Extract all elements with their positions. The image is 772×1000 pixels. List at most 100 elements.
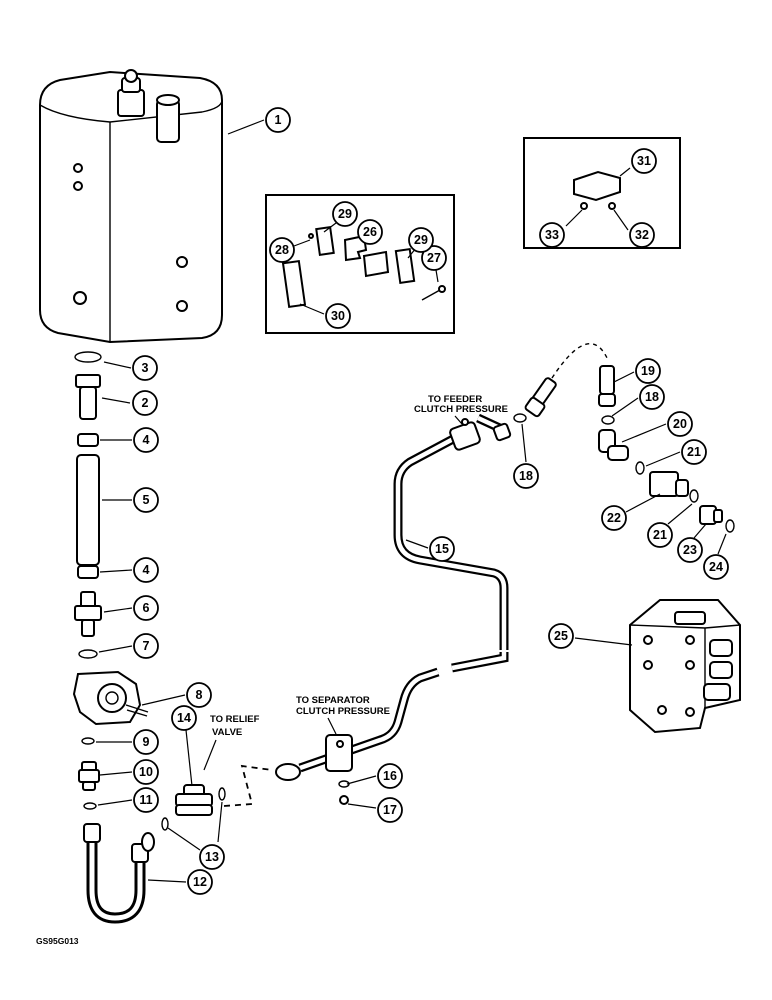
o-ring-11 — [83, 802, 97, 810]
callout-8-label: 8 — [196, 688, 203, 702]
hose-clamp-4b — [77, 565, 99, 579]
callout-25: 25 — [548, 623, 574, 649]
callout-2-label: 2 — [142, 396, 149, 410]
callout-24-label: 24 — [709, 560, 723, 574]
callout-21a: 21 — [681, 439, 707, 465]
hose-5 — [76, 454, 100, 566]
callout-28-label: 28 — [275, 243, 289, 257]
relief-label-line2: VALVE — [212, 727, 242, 738]
callout-19-label: 19 — [641, 364, 655, 378]
callout-16: 16 — [377, 763, 403, 789]
callout-12-label: 12 — [193, 875, 207, 889]
o-ring-9 — [81, 737, 95, 745]
callout-20: 20 — [667, 411, 693, 437]
callout-4a: 4 — [133, 427, 159, 453]
callout-7: 7 — [133, 633, 159, 659]
o-ring-21a — [635, 461, 645, 475]
tee-fitting-14 — [175, 784, 213, 816]
callout-11: 11 — [133, 787, 159, 813]
callout-20-label: 20 — [673, 417, 687, 431]
callout-3: 3 — [132, 355, 158, 381]
tube-15-lower — [275, 667, 440, 781]
o-ring-18a — [513, 413, 527, 423]
callout-29a-label: 29 — [338, 207, 352, 221]
feeder-label-line2: CLUTCH PRESSURE — [414, 404, 508, 415]
reservoir-tank — [39, 69, 223, 344]
callout-27-label: 27 — [427, 251, 441, 265]
callout-5-label: 5 — [143, 493, 150, 507]
separator-tee — [325, 734, 353, 772]
hose-fitting-19 — [598, 365, 616, 407]
callout-4a-label: 4 — [143, 433, 150, 447]
relief-annotation: TO RELIEF VALVE — [203, 714, 260, 771]
fitting-10 — [78, 761, 100, 791]
fitting-23 — [699, 505, 723, 525]
callout-18b-label: 18 — [645, 390, 659, 404]
callout-33-label: 33 — [545, 228, 559, 242]
callout-27: 27 — [421, 245, 447, 271]
callout-22-label: 22 — [607, 511, 621, 525]
dashed-connection — [223, 764, 273, 807]
callout-10: 10 — [133, 759, 159, 785]
callout-15: 15 — [429, 536, 455, 562]
o-ring-18b — [601, 415, 615, 425]
callout-30-label: 30 — [331, 309, 345, 323]
callout-17-label: 17 — [383, 803, 397, 817]
callout-13-label: 13 — [205, 850, 219, 864]
callout-29b: 29 — [408, 227, 434, 253]
callout-9-label: 9 — [143, 735, 150, 749]
callout-21b: 21 — [647, 522, 673, 548]
callout-28: 28 — [269, 237, 295, 263]
callout-4b-label: 4 — [143, 563, 150, 577]
callout-32: 32 — [629, 222, 655, 248]
callout-21a-label: 21 — [687, 445, 701, 459]
callout-12: 12 — [187, 869, 213, 895]
callout-21b-label: 21 — [653, 528, 667, 542]
feeder-label-line1: TO FEEDER — [428, 394, 482, 405]
o-rings-13 — [161, 787, 226, 831]
callout-24: 24 — [703, 554, 729, 580]
relief-label-line1: TO RELIEF — [210, 714, 260, 725]
callout-3-label: 3 — [142, 361, 149, 375]
control-valve-25 — [629, 599, 741, 734]
callout-17: 17 — [377, 797, 403, 823]
callout-26: 26 — [357, 219, 383, 245]
hose-end-fitting — [524, 377, 557, 418]
callout-5: 5 — [133, 487, 159, 513]
feeder-annotation: TO FEEDER CLUTCH PRESSURE — [414, 394, 508, 425]
hose-assembly-12 — [83, 823, 155, 924]
callout-33: 33 — [539, 222, 565, 248]
callout-10-label: 10 — [139, 765, 153, 779]
callouts: 1 2 3 4 5 4 6 7 8 9 10 11 12 13 14 15 16… — [132, 107, 729, 895]
tube-15-upper — [393, 413, 509, 673]
callout-15-label: 15 — [435, 542, 449, 556]
o-ring-3 — [74, 351, 102, 363]
fitting-6 — [74, 591, 102, 637]
callout-13: 13 — [199, 844, 225, 870]
separator-label-line1: TO SEPARATOR — [296, 695, 370, 706]
callout-6: 6 — [133, 595, 159, 621]
callout-25-label: 25 — [554, 629, 568, 643]
o-ring-7 — [78, 649, 98, 659]
hose-clamp-4a — [77, 433, 99, 447]
callout-30: 30 — [325, 303, 351, 329]
callout-18b: 18 — [639, 384, 665, 410]
callout-7-label: 7 — [143, 639, 150, 653]
separator-annotation: TO SEPARATOR CLUTCH PRESSURE — [296, 695, 390, 735]
callout-8: 8 — [186, 682, 212, 708]
drawing-code: GS95G013 — [36, 936, 79, 946]
fitting-2 — [75, 374, 101, 420]
plug-17 — [339, 795, 349, 805]
callout-32-label: 32 — [635, 228, 649, 242]
callout-9: 9 — [133, 729, 159, 755]
callout-29a: 29 — [332, 201, 358, 227]
o-ring-24 — [725, 519, 735, 533]
callout-19: 19 — [635, 358, 661, 384]
feeder-tee — [449, 418, 512, 451]
callout-22: 22 — [601, 505, 627, 531]
callout-31-label: 31 — [637, 154, 651, 168]
callout-23-label: 23 — [683, 543, 697, 557]
o-ring-21b — [689, 489, 699, 503]
callout-6-label: 6 — [143, 601, 150, 615]
separator-label-line2: CLUTCH PRESSURE — [296, 706, 390, 717]
